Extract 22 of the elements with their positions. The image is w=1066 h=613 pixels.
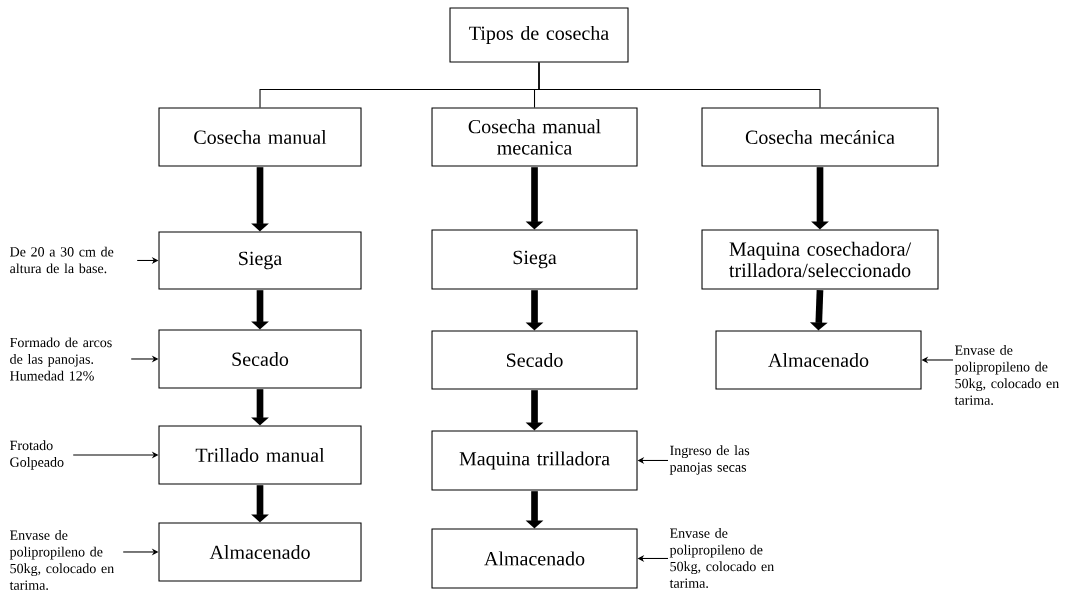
- process-box: Tipos de cosecha: [449, 7, 629, 63]
- process-box: Secado: [431, 330, 638, 390]
- note-text: Formado de arcos de las panojas. Humedad 12%: [10, 337, 112, 381]
- process-box: Cosecha manual mecanica: [431, 107, 638, 167]
- note-text: Envase de polipropileno de 50kg, colocado en tarima.: [669, 528, 774, 588]
- note-text: Envase de polipropileno de 50kg, colocado en tarima.: [9, 530, 114, 590]
- process-box: Maquina trilladora: [431, 430, 638, 491]
- process-box: Almacenado: [431, 528, 638, 589]
- note-text: De 20 a 30 cm de altura de la base.: [10, 246, 114, 274]
- process-box: Secado: [158, 329, 362, 389]
- process-box: Cosecha mecánica: [701, 107, 939, 167]
- note-text: Frotado Golpeado: [10, 440, 64, 470]
- process-box: Maquina cosechadora/ trilladora/seleccionado: [701, 229, 939, 290]
- process-box: Almacenado: [715, 330, 922, 390]
- connector-line: [538, 62, 821, 108]
- note-text: Ingreso de las panojas secas: [669, 445, 750, 475]
- process-box: Cosecha manual: [158, 107, 362, 167]
- process-box: Siega: [158, 231, 362, 290]
- process-box: Trillado manual: [158, 425, 362, 485]
- process-box: Siega: [431, 229, 638, 290]
- note-text: Envase de polipropileno de 50kg, colocado en tarima.: [954, 345, 1059, 405]
- process-box: Almacenado: [158, 522, 362, 582]
